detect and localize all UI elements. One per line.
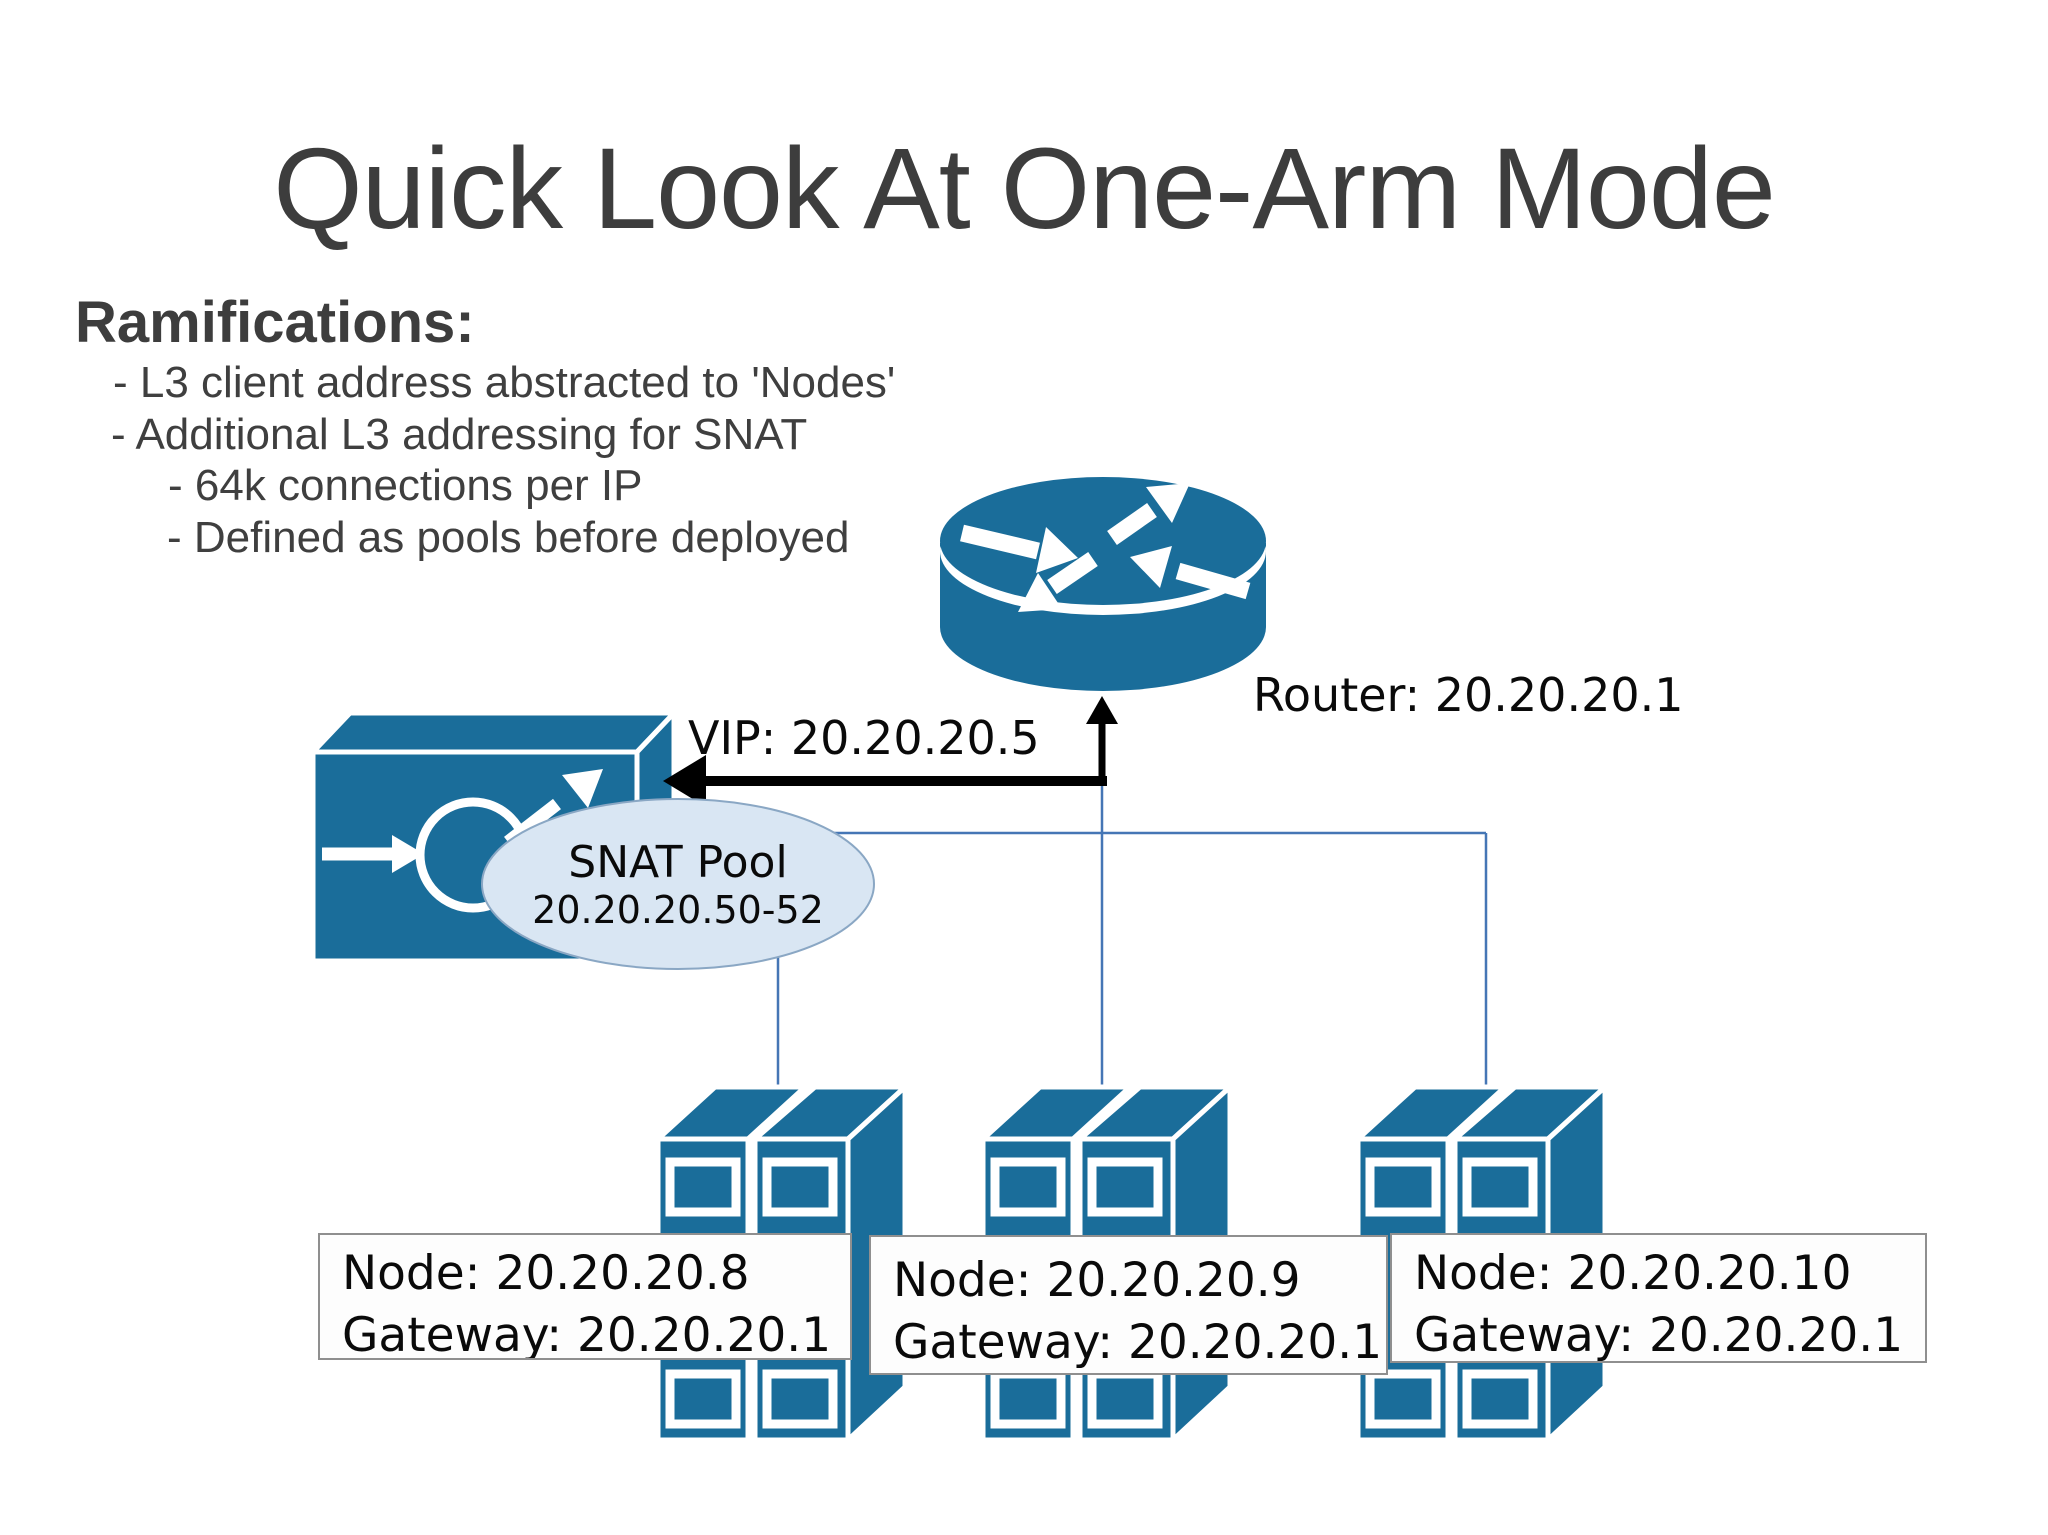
load-balancer-icon xyxy=(307,706,680,968)
node-gateway: Gateway: 20.20.20.1 xyxy=(893,1315,1383,1370)
page-title: Quick Look At One-Arm Mode xyxy=(273,125,1776,253)
node-label-box-2: Node: 20.20.20.9 Gateway: 20.20.20.1 xyxy=(869,1235,1388,1375)
router-icon xyxy=(940,477,1266,691)
routing-arrows-icon xyxy=(960,483,1251,612)
node-gateway: Gateway: 20.20.20.1 xyxy=(342,1308,832,1360)
vip-label: VIP: 20.20.20.5 xyxy=(688,711,1040,765)
node-ip: Node: 20.20.20.8 xyxy=(342,1246,750,1301)
bullet-l3-client: - L3 client address abstracted to 'Nodes… xyxy=(113,358,896,407)
node-gateway: Gateway: 20.20.20.1 xyxy=(1414,1308,1904,1363)
bullet-defined-pools: - Defined as pools before deployed xyxy=(167,513,850,562)
bullet-additional-l3: - Additional L3 addressing for SNAT xyxy=(111,410,808,459)
snat-pool-title: SNAT Pool xyxy=(568,837,788,888)
node-ip: Node: 20.20.20.10 xyxy=(1414,1246,1852,1301)
node-ip: Node: 20.20.20.9 xyxy=(893,1253,1301,1308)
router-uplink-arrow-icon xyxy=(1086,696,1118,786)
snat-pool-range: 20.20.20.50-52 xyxy=(532,888,824,932)
snat-pool-ellipse xyxy=(481,798,875,970)
node-label-box-1: Node: 20.20.20.8 Gateway: 20.20.20.1 xyxy=(318,1233,852,1360)
node-label-box-3: Node: 20.20.20.10 Gateway: 20.20.20.1 xyxy=(1390,1233,1927,1363)
router-label: Router: 20.20.20.1 xyxy=(1253,668,1684,722)
vip-arrow-icon xyxy=(663,755,1107,807)
bullet-64k-connections: - 64k connections per IP xyxy=(168,461,643,510)
ramifications-heading: Ramifications: xyxy=(75,290,475,355)
snat-pool-label: SNAT Pool 20.20.20.50-52 xyxy=(482,837,874,933)
